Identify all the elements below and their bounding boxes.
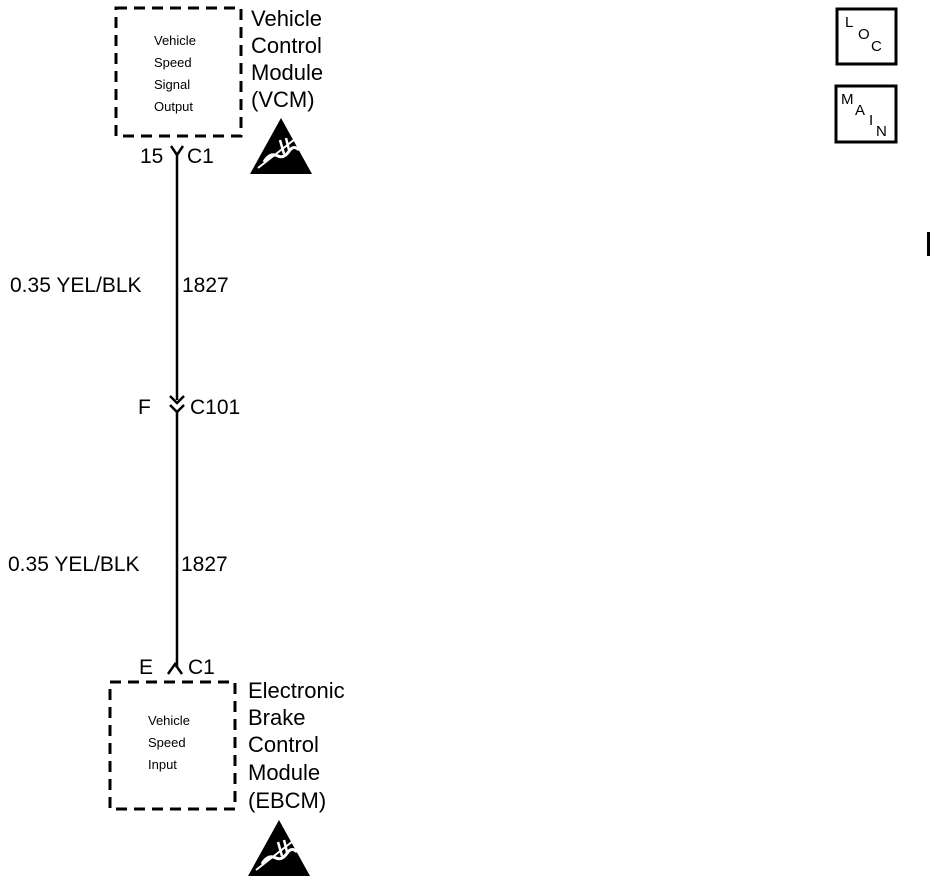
ebcm-name-line-4: Module <box>248 760 320 785</box>
top-connector-pin: 15 <box>140 145 163 168</box>
ebcm-name-line-1: Electronic <box>248 678 345 703</box>
main-letter-a: A <box>855 102 865 119</box>
ebcm-module-box <box>108 680 237 811</box>
wire-lower-circuit: 1827 <box>181 553 228 576</box>
wire-upper-gauge-color: 0.35 YEL/BLK <box>10 274 142 297</box>
esd-warning-icon <box>248 820 310 876</box>
vcm-name-line-1: Vehicle <box>251 6 322 31</box>
loc-letter-l: L <box>845 14 853 31</box>
vcm-inner-line-1: Vehicle <box>154 33 196 48</box>
vcm-name-line-4: (VCM) <box>251 87 315 112</box>
inline-connector-label: C101 <box>190 396 240 419</box>
edge-mark <box>927 232 930 256</box>
ebcm-name-line-2: Brake <box>248 705 305 730</box>
wire-lower-gauge-color: 0.35 YEL/BLK <box>8 553 140 576</box>
vcm-module-box <box>114 6 243 138</box>
main-icon[interactable]: M A I N <box>834 84 898 144</box>
ebcm-name-line-3: Control <box>248 732 319 757</box>
main-letter-n: N <box>876 123 887 140</box>
vcm-name-line-3: Module <box>251 60 323 85</box>
wire-upper-circuit: 1827 <box>182 274 229 297</box>
ebcm-inner-line-2: Speed <box>148 735 186 750</box>
bottom-connector-label: C1 <box>188 656 215 679</box>
loc-letter-c: C <box>871 38 882 55</box>
bottom-connector-pin: E <box>139 656 153 679</box>
inline-connector-symbol <box>169 395 185 414</box>
esd-warning-icon <box>250 118 312 174</box>
vcm-inner-line-4: Output <box>154 99 193 114</box>
vcm-inner-line-2: Speed <box>154 55 192 70</box>
bottom-connector-terminal <box>166 661 184 675</box>
ebcm-name-line-5: (EBCM) <box>248 788 326 813</box>
main-letter-m: M <box>841 91 854 108</box>
top-connector-terminal <box>169 145 185 158</box>
vcm-name-line-2: Control <box>251 33 322 58</box>
ebcm-inner-line-1: Vehicle <box>148 713 190 728</box>
main-letter-i: I <box>869 112 873 129</box>
loc-icon[interactable]: L O C <box>835 7 898 66</box>
top-connector-label: C1 <box>187 145 214 168</box>
inline-connector-pin: F <box>138 396 151 419</box>
ebcm-inner-line-3: Input <box>148 757 177 772</box>
vcm-inner-line-3: Signal <box>154 77 190 92</box>
loc-letter-o: O <box>858 26 870 43</box>
